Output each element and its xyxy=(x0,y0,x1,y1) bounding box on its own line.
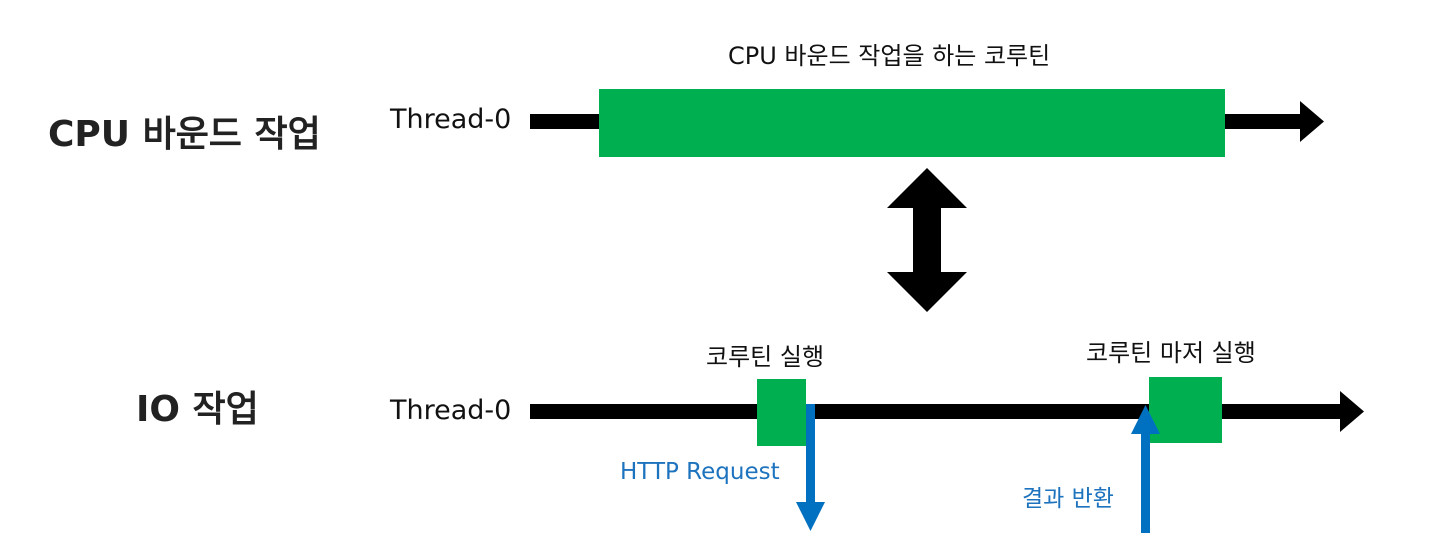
cpu-thread-label: Thread-0 xyxy=(390,104,512,135)
io-thread-timeline xyxy=(530,391,1364,432)
result-up-arrow-icon xyxy=(1131,405,1160,533)
result-return-label: 결과 반환 xyxy=(1022,486,1114,512)
io-coroutine-resume-caption: 코루틴 마저 실행 xyxy=(1086,339,1256,367)
http-request-label: HTTP Request xyxy=(620,459,780,485)
request-down-arrow-icon xyxy=(796,404,825,531)
io-section-title: IO 작업 xyxy=(136,389,259,430)
cpu-section-title: CPU 바운드 작업 xyxy=(48,114,321,155)
io-coroutine-first-caption: 코루틴 실행 xyxy=(706,343,825,371)
cpu-coroutine-caption: CPU 바운드 작업을 하는 코루틴 xyxy=(728,42,1051,70)
io-coroutine-block-first xyxy=(757,379,806,446)
io-coroutine-block-resume xyxy=(1149,377,1222,443)
timeline-arrowhead-icon xyxy=(1340,391,1364,432)
double-arrow-icon xyxy=(887,168,967,312)
timeline-arrowhead-icon xyxy=(1300,101,1324,142)
io-thread-label: Thread-0 xyxy=(390,395,512,426)
cpu-coroutine-block xyxy=(599,89,1225,157)
